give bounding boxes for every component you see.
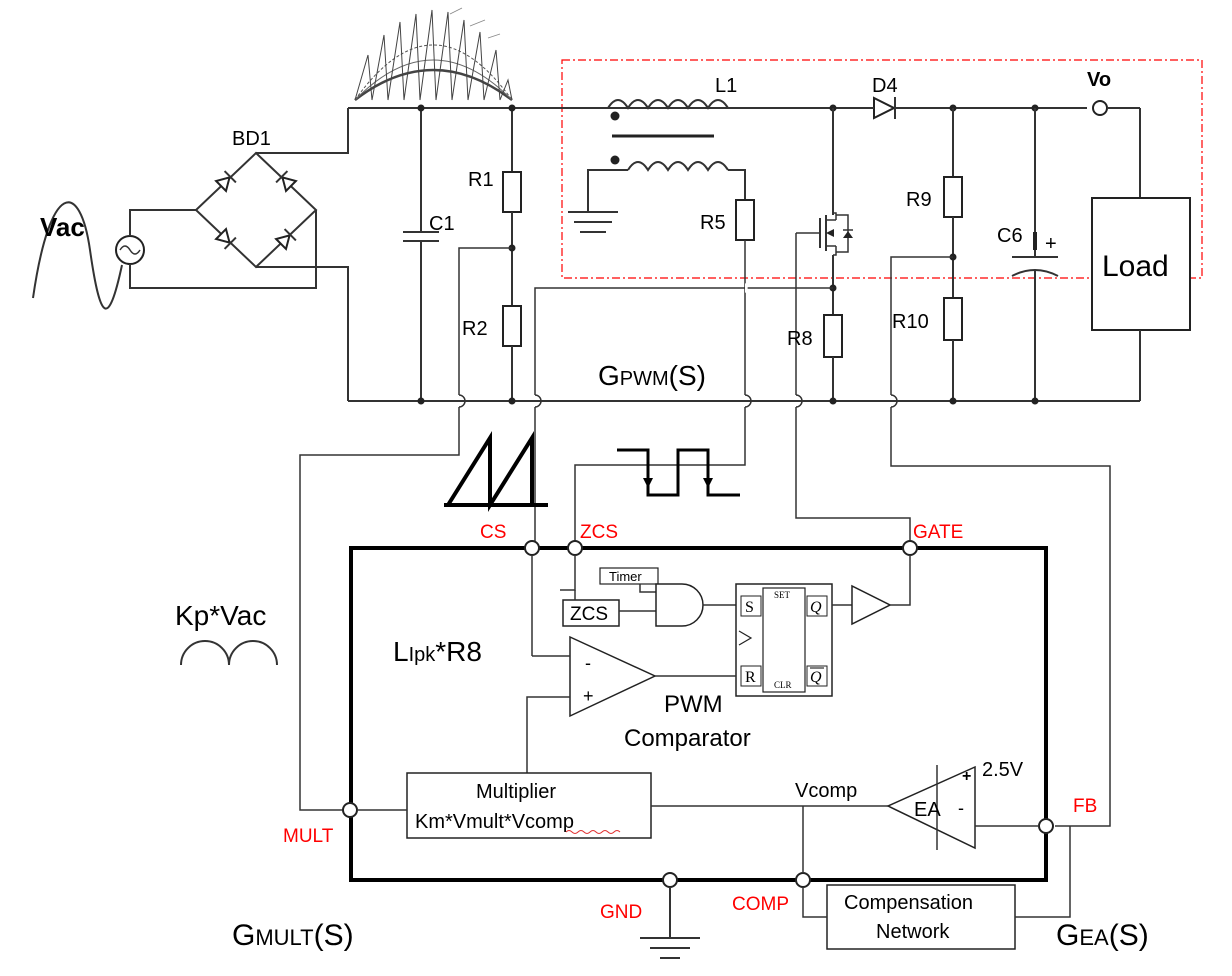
cs-sawtooth-waveform	[444, 431, 548, 512]
ff-s-label: S	[745, 599, 754, 616]
output-load: Vo Load	[1087, 69, 1191, 401]
pin-gate	[902, 540, 918, 556]
pin-mult	[342, 802, 358, 818]
gpwm-label: GPWM(S)	[598, 360, 706, 391]
capacitor-c1: C1	[403, 104, 455, 405]
controller-ic-boundary	[349, 546, 1048, 882]
ff-qbar-label: Q	[810, 669, 822, 686]
r8-label: R8	[787, 328, 813, 350]
bd1-label: BD1	[232, 128, 271, 150]
ff-q-label: Q	[810, 599, 822, 616]
svg-text:GMULT(S): GMULT(S)	[232, 919, 354, 952]
pin-zcs	[567, 540, 583, 556]
divider-r1-r2: R1 R2	[299, 104, 522, 811]
rectified-waveform-illustration	[354, 7, 513, 101]
inductor-l1: L1	[568, 75, 746, 233]
r5-label: R5	[700, 212, 726, 234]
r2-label: R2	[462, 318, 488, 340]
timer-label: Timer	[609, 569, 642, 584]
error-amplifier: EA + - 2.5V	[802, 759, 1039, 873]
svg-text:GEA(S): GEA(S)	[1056, 919, 1149, 952]
pin-gnd	[662, 872, 678, 888]
zcs-box-label: ZCS	[570, 604, 608, 625]
ref-label: 2.5V	[982, 759, 1024, 781]
r9-label: R9	[906, 189, 932, 211]
vo-label: Vo	[1087, 69, 1111, 91]
zcs-square-waveform	[617, 448, 740, 497]
compensation-network: Compensation Network	[802, 826, 1071, 950]
vac-source: Vac	[32, 201, 317, 310]
pin-fb-label: FB	[1073, 796, 1097, 817]
bridge-rectifier-bd1: BD1	[194, 108, 349, 401]
ff-set-label: SET	[774, 590, 791, 600]
resistor-r5: R5	[574, 199, 755, 548]
pwm-label-line1: PWM	[664, 691, 723, 718]
pin-mult-label: MULT	[283, 826, 334, 847]
load-label: Load	[1102, 250, 1169, 283]
pin-zcs-label: ZCS	[580, 522, 618, 543]
gate-driver-buffer	[832, 555, 911, 626]
boost-stage-boundary	[561, 59, 1203, 279]
ground-symbol	[640, 887, 700, 959]
diode-d4: D4	[860, 75, 900, 120]
ea-minus-label: -	[958, 798, 964, 818]
pin-cs-label: CS	[480, 522, 506, 543]
comp-net-line1: Compensation	[844, 892, 973, 914]
multiplier-line1: Multiplier	[476, 781, 556, 803]
svg-text:LIpk*R8: LIpk*R8	[393, 636, 482, 667]
ff-r-label: R	[745, 669, 756, 686]
l1-label: L1	[715, 75, 737, 97]
svg-text:GPWM(S): GPWM(S)	[598, 360, 706, 391]
multiplier-block: Multiplier Km*Vmult*Vcomp Vcomp	[357, 772, 888, 839]
gea-label: GEA(S)	[1056, 919, 1149, 952]
ic-pins: CS ZCS GATE MULT FB GND COMP	[283, 522, 1097, 923]
pin-gate-label: GATE	[913, 522, 963, 543]
r1-label: R1	[468, 169, 494, 191]
ff-clr-label: CLR	[774, 680, 792, 690]
cmp-minus-label: -	[585, 653, 591, 673]
vac-label: Vac	[40, 212, 85, 242]
pin-cs	[524, 540, 540, 556]
d4-label: D4	[872, 75, 898, 97]
divider-r9-r10: R9 R10	[890, 104, 1111, 827]
capacitor-c6: C6 +	[997, 104, 1059, 405]
ea-plus-label: +	[962, 768, 971, 785]
kp-vac-label: Kp*Vac	[175, 600, 266, 631]
c6-label: C6	[997, 225, 1023, 247]
ea-label: EA	[914, 799, 941, 821]
pin-comp	[795, 872, 811, 888]
pin-fb	[1038, 818, 1054, 834]
pwm-label-line2: Comparator	[624, 725, 751, 752]
c6-plus-label: +	[1045, 233, 1057, 255]
pwm-comparator: - + PWM Comparator	[526, 635, 751, 773]
r10-label: R10	[892, 311, 929, 333]
pin-gnd-label: GND	[600, 902, 642, 923]
c1-label: C1	[429, 213, 455, 235]
comp-net-line2: Network	[876, 921, 950, 943]
sr-flip-flop: S R Q Q SET CLR	[735, 583, 833, 697]
kp-vac-label-group: Kp*Vac	[175, 600, 278, 666]
pin-comp-label: COMP	[732, 894, 789, 915]
lipk-r8-label: LIpk*R8	[393, 636, 482, 667]
gmult-label: GMULT(S)	[232, 919, 354, 952]
zcs-logic: ZCS Timer	[531, 555, 740, 656]
multiplier-line2: Km*Vmult*Vcomp	[415, 811, 574, 833]
mosfet-switch: R8	[534, 104, 911, 548]
vcomp-label: Vcomp	[795, 780, 857, 802]
cmp-plus-label: +	[583, 686, 594, 706]
